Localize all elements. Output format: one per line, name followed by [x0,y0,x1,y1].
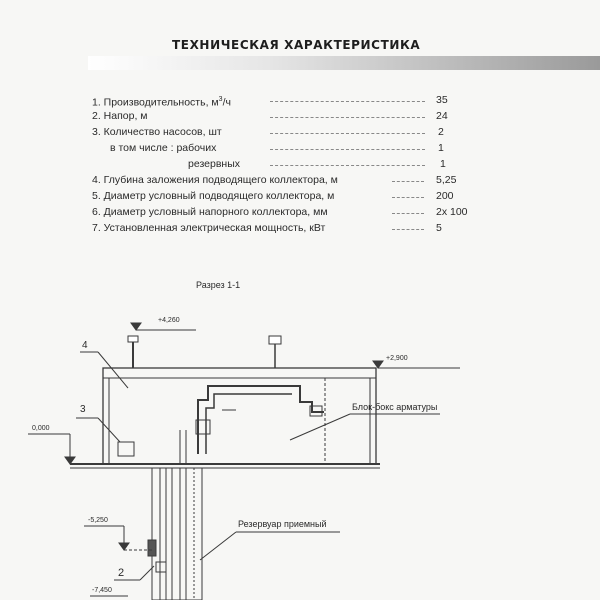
spec-value: 1 [438,142,444,154]
spec-label: в том числе : рабочих [110,142,217,154]
callout-4: 4 [80,340,129,389]
spec-row: 2. Напор, м 24 [92,108,512,124]
elevation-mark-minus2: -7,450 [90,587,128,597]
spec-leader [392,197,424,198]
spec-value: 1 [440,158,446,170]
svg-text:-5,250: -5,250 [88,517,108,524]
spec-label: 5. Диаметр условный подводящего коллекто… [92,190,335,202]
spec-row: в том числе : рабочих 1 [92,140,512,156]
spec-value: 35 [436,94,448,106]
tank-callout: Резервуар приемный [199,519,340,561]
spec-row: 4. Глубина заложения подводящего коллект… [92,172,512,188]
elevation-mark-top: +4,260 [130,317,196,331]
title-gradient-bar [88,56,600,70]
spec-row: 1. Производительность, м3/ч 35 [92,92,512,109]
spec-label: 4. Глубина заложения подводящего коллект… [92,174,338,186]
section-title: Разрез 1-1 [196,280,240,290]
svg-text:Блок-бокс арматуры: Блок-бокс арматуры [352,402,437,412]
spec-value: 200 [436,190,454,202]
spec-label: 7. Установленная электрическая мощность,… [92,222,326,234]
spec-label: резервных [188,158,240,170]
spec-leader [270,133,425,134]
page-title: ТЕХНИЧЕСКАЯ ХАРАКТЕРИСТИКА [172,38,421,52]
spec-leader [392,181,424,182]
svg-text:0,000: 0,000 [32,425,50,432]
svg-text:Резервуар приемный: Резервуар приемный [238,519,327,529]
spec-leader [270,165,425,166]
spec-leader [392,213,424,214]
spec-label: 1. Производительность, м3/ч [92,96,231,109]
block-box [102,367,377,465]
spec-row: 6. Диаметр условный напорного коллектора… [92,204,512,220]
svg-text:2: 2 [118,567,124,579]
spec-leader [270,117,425,118]
spec-leader [392,229,424,230]
spec-row: 7. Установленная электрическая мощность,… [92,220,512,236]
block-box-callout: Блок-бокс арматуры [289,402,440,441]
section-drawing: Разрез 1-1 +4,260 +2,900 [28,280,460,600]
tank-shaft [151,467,203,600]
spec-row: 5. Диаметр условный подводящего коллекто… [92,188,512,204]
callout-2: 2 [114,565,155,581]
spec-value: 24 [436,110,448,122]
spec-value: 2 [438,126,444,138]
spec-leader [270,101,425,102]
spec-row: резервных 1 [92,156,512,172]
svg-text:+4,260: +4,260 [158,317,180,324]
spec-value: 5 [436,222,442,234]
spec-list: 1. Производительность, м3/ч 35 2. Напор,… [92,92,512,236]
callout-3: 3 [76,404,121,443]
svg-text:3: 3 [80,404,86,415]
spec-label: 2. Напор, м [92,110,148,122]
spec-row: 3. Количество насосов, шт 2 [92,124,512,140]
spec-value: 2х 100 [436,206,468,218]
svg-text:-7,450: -7,450 [92,587,112,594]
elevation-mark-minus1: -5,250 [84,517,152,551]
svg-text:+2,900: +2,900 [386,355,408,362]
spec-label: 3. Количество насосов, шт [92,126,222,138]
spec-leader [270,149,425,150]
spec-label: 6. Диаметр условный напорного коллектора… [92,206,328,218]
spec-value: 5,25 [436,174,457,186]
elevation-mark-roof: +2,900 [372,355,460,369]
svg-text:4: 4 [82,340,88,351]
elevation-mark-ground: 0,000 [28,425,76,465]
